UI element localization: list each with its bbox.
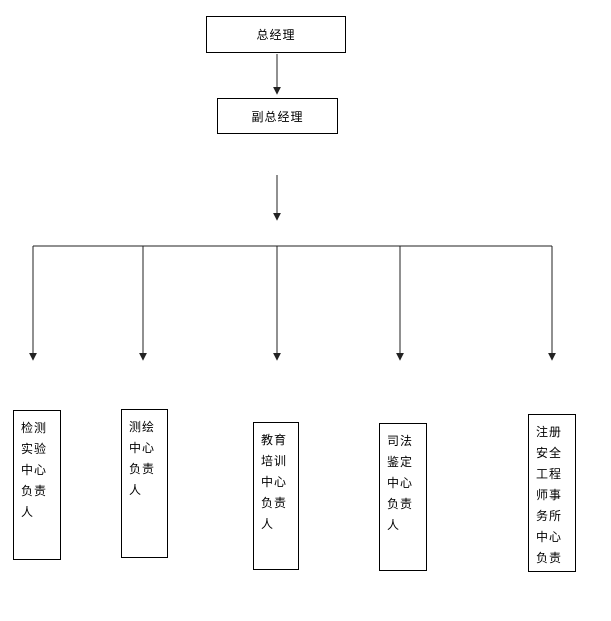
node-surveying-center: 测绘 中心 负责 人 xyxy=(121,409,168,558)
node-deputy-general-manager-label: 副总经理 xyxy=(251,109,304,124)
node-general-manager-label: 总经理 xyxy=(256,28,296,42)
node-judicial-appraisal-center: 司法 鉴定 中心 负责 人 xyxy=(379,423,427,571)
node-registered-safety-engineer-office-center: 注册 安全 工程 师事 务所 中心 负责 xyxy=(528,414,576,572)
node-general-manager: 总经理 xyxy=(206,16,346,53)
node-testing-lab-center: 检测 实验 中心 负责 人 xyxy=(13,410,61,560)
node-deputy-general-manager: 副总经理 xyxy=(217,98,338,134)
node-education-training-center: 教育 培训 中心 负责 人 xyxy=(253,422,299,570)
